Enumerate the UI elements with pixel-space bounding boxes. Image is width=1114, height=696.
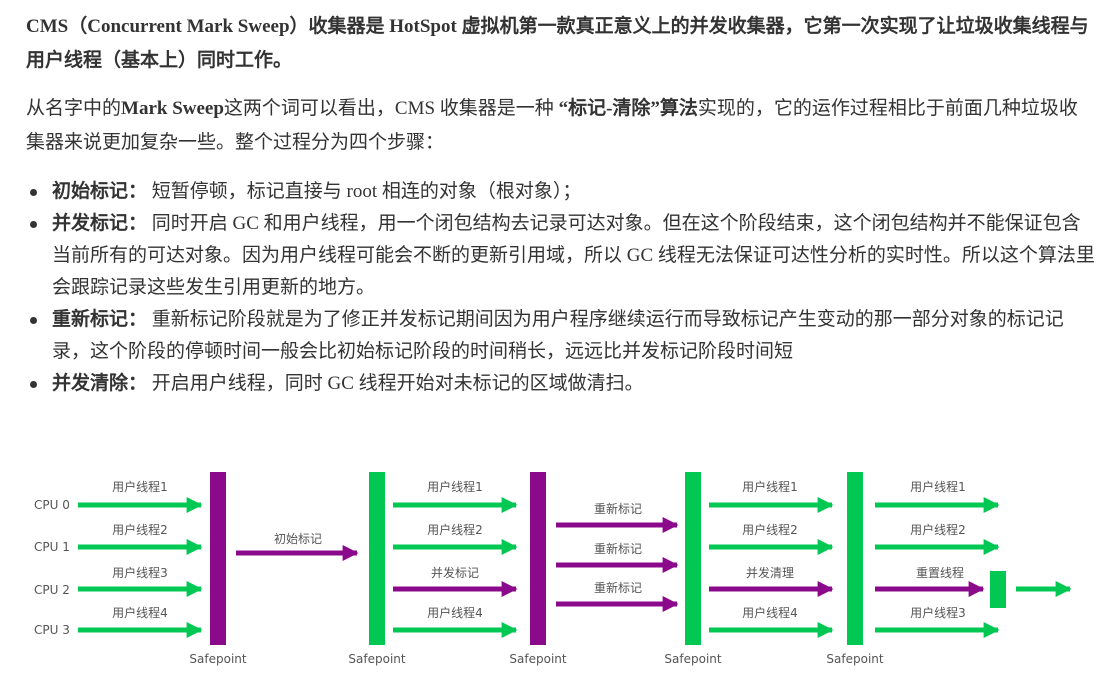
bullet-icon <box>30 317 37 324</box>
thread-label: 用户线程2 <box>910 522 966 537</box>
thread-label: 用户线程2 <box>742 522 798 537</box>
reset-thread-label: 重置线程 <box>916 565 964 580</box>
concurrent-sweep-label: 并发清理 <box>746 565 794 580</box>
safepoint-label: Safepoint <box>189 652 246 666</box>
intro-paragraph: CMS（Concurrent Mark Sweep）收集器是 HotSpot 虚… <box>26 16 1089 71</box>
safepoint-bar <box>685 472 701 645</box>
step-term: 并发标记： <box>52 213 148 234</box>
list-item: 重新标记： 重新标记阶段就是为了修正并发标记期间因为用户程序继续运行而导致标记产… <box>26 304 1096 368</box>
remark-label: 重新标记 <box>594 501 642 516</box>
safepoint-bar <box>847 472 863 645</box>
step-desc: 重新标记阶段就是为了修正并发标记期间因为用户程序继续运行而导致标记产生变动的那一… <box>52 309 1064 362</box>
thread-label: 用户线程1 <box>427 479 483 494</box>
thread-label: 用户线程4 <box>427 605 483 620</box>
list-item: 并发标记： 同时开启 GC 和用户线程，用一个闭包结构去记录可达对象。但在这个阶… <box>26 208 1096 304</box>
step-term: 并发清除： <box>52 373 148 394</box>
thread-label: 用户线程1 <box>112 479 168 494</box>
para-text-mid: 这两个词可以看出，CMS 收集器是一种 <box>223 98 559 119</box>
article-content: CMS（Concurrent Mark Sweep）收集器是 HotSpot 虚… <box>26 0 1096 400</box>
thread-label: 用户线程4 <box>742 605 798 620</box>
para-text-pre: 从名字中的 <box>26 98 122 119</box>
cms-diagram: CPU 0 CPU 1 CPU 2 CPU 3 用户线程1 用户线程2 用户线程… <box>0 455 1114 691</box>
thread-label: 用户线程3 <box>910 605 966 620</box>
remark-label: 重新标记 <box>594 580 642 595</box>
thread-label: 用户线程4 <box>112 605 168 620</box>
step-term: 重新标记： <box>52 309 148 330</box>
cpu-label: CPU 2 <box>34 583 70 597</box>
bullet-icon <box>30 381 37 388</box>
safepoint-label: Safepoint <box>664 652 721 666</box>
safepoint-bar <box>530 472 546 645</box>
list-item: 并发清除： 开启用户线程，同时 GC 线程开始对未标记的区域做清扫。 <box>26 368 1096 400</box>
safepoint-label: Safepoint <box>348 652 405 666</box>
thread-label: 用户线程2 <box>112 522 168 537</box>
safepoint-bar <box>210 472 226 645</box>
safepoint-bar <box>369 472 385 645</box>
concurrent-mark-label: 并发标记 <box>431 565 479 580</box>
final-safepoint-block <box>990 571 1006 608</box>
cpu-label: CPU 3 <box>34 623 70 637</box>
cpu-label: CPU 1 <box>34 540 70 554</box>
thread-label: 用户线程1 <box>742 479 798 494</box>
cpu-label: CPU 0 <box>34 498 70 512</box>
description-paragraph: 从名字中的Mark Sweep这两个词可以看出，CMS 收集器是一种 “标记-清… <box>26 92 1096 160</box>
cms-diagram-svg: CPU 0 CPU 1 CPU 2 CPU 3 用户线程1 用户线程2 用户线程… <box>34 472 1072 666</box>
bullet-icon <box>30 221 37 228</box>
step-desc: 同时开启 GC 和用户线程，用一个闭包结构去记录可达对象。但在这个阶段结束，这个… <box>52 213 1095 298</box>
para-bold-mark-sweep: Mark Sweep <box>121 98 224 119</box>
safepoint-label: Safepoint <box>509 652 566 666</box>
para-text-post: 实现的，它的运作过程相比于前面几种垃圾收集器来说更加复杂一些。整个过程分为四个步… <box>26 98 1078 153</box>
remark-label: 重新标记 <box>594 541 642 556</box>
bullet-icon <box>30 189 37 196</box>
list-item: 初始标记： 短暂停顿，标记直接与 root 相连的对象（根对象）； <box>26 176 1096 208</box>
para-bold-algorithm: “标记-清除”算法 <box>558 98 698 119</box>
step-term: 初始标记： <box>52 181 148 202</box>
safepoint-label: Safepoint <box>826 652 883 666</box>
steps-list: 初始标记： 短暂停顿，标记直接与 root 相连的对象（根对象）； 并发标记： … <box>26 176 1096 400</box>
thread-label: 用户线程3 <box>112 565 168 580</box>
step-desc: 开启用户线程，同时 GC 线程开始对未标记的区域做清扫。 <box>147 373 644 394</box>
initial-mark-label: 初始标记 <box>274 532 322 546</box>
thread-label: 用户线程2 <box>427 522 483 537</box>
step-desc: 短暂停顿，标记直接与 root 相连的对象（根对象）； <box>147 181 582 202</box>
thread-label: 用户线程1 <box>910 479 966 494</box>
